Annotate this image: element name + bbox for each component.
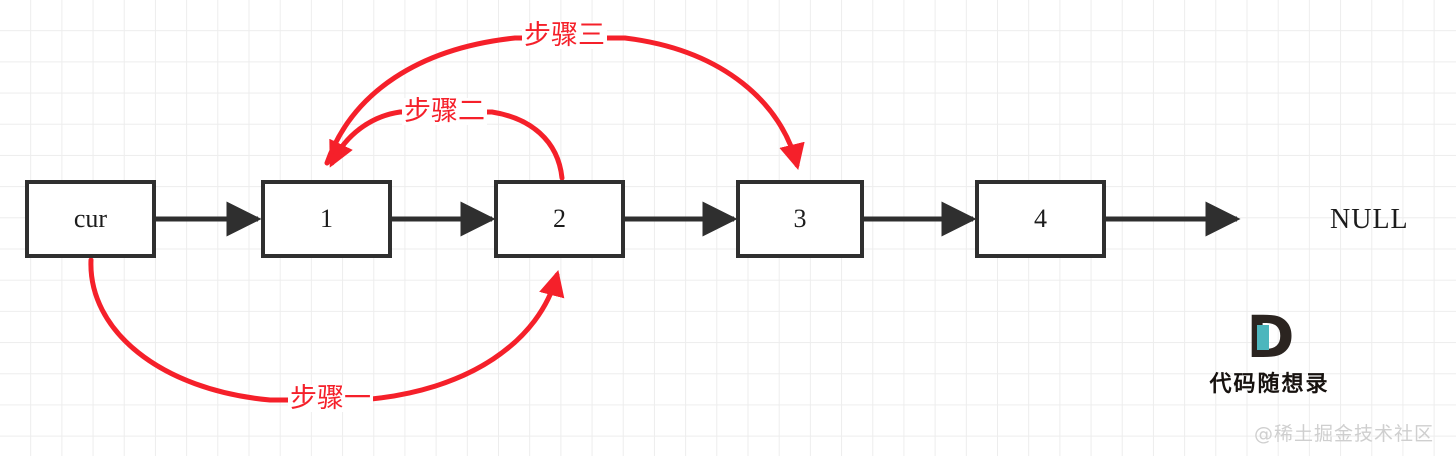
node-1-label: 1 [320, 204, 333, 233]
brand-name: 代码随想录 [1209, 372, 1330, 397]
node-2-label: 2 [553, 204, 566, 233]
node-4-label: 4 [1034, 204, 1047, 233]
node-2: 2 [494, 180, 625, 258]
brand-logo: D 代码随想录 [1192, 303, 1347, 398]
step-two-curve [329, 109, 565, 181]
step-one-curve [88, 257, 565, 403]
step-three-label: 步骤三 [522, 20, 607, 50]
watermark: @稀土掘金技术社区 [1253, 423, 1434, 445]
node-3: 3 [736, 180, 864, 258]
step-one-label: 步骤一 [288, 383, 373, 413]
node-cur-label: cur [73, 204, 108, 233]
step-two-label: 步骤二 [402, 96, 487, 126]
brand-d-icon: D [1244, 303, 1296, 371]
node-3-label: 3 [793, 204, 807, 233]
node-1: 1 [261, 180, 392, 258]
brand-teal-bar [1256, 325, 1269, 350]
step-three-curve [324, 35, 805, 171]
brand-d-letter: D [1246, 303, 1294, 371]
node-cur: cur [25, 180, 156, 258]
null-terminator: NULL [1330, 204, 1409, 235]
node-4: 4 [975, 180, 1106, 258]
